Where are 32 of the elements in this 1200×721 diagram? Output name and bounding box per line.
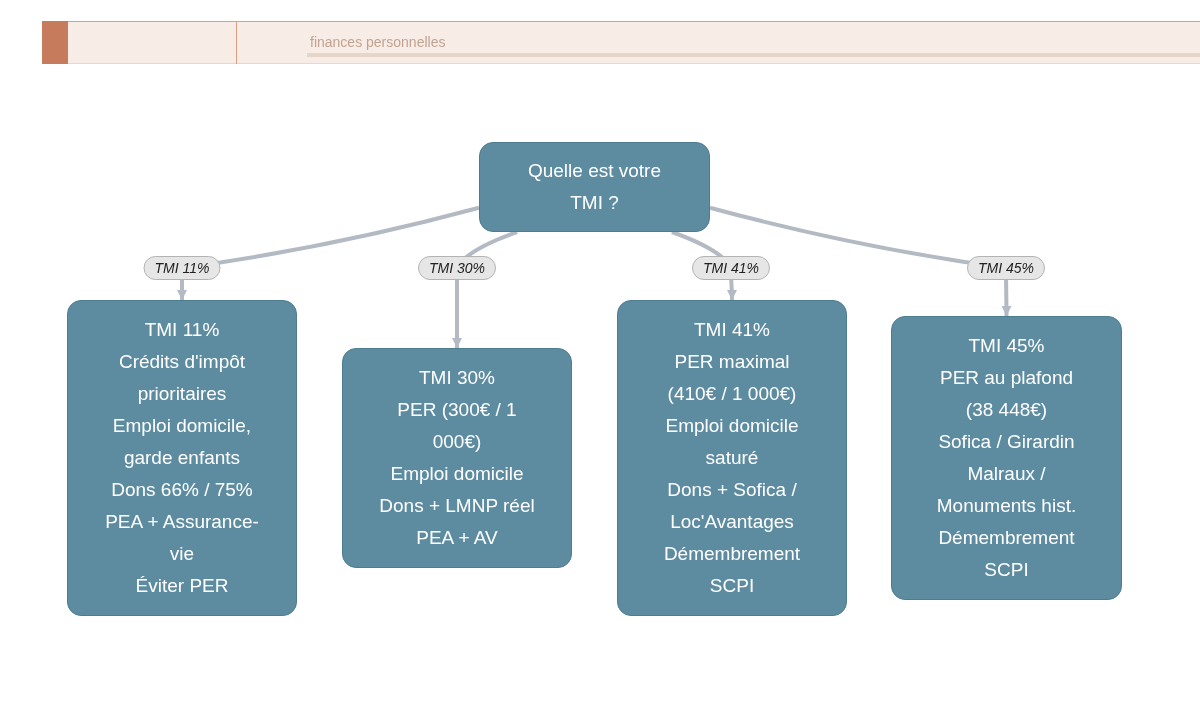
process-box: [342, 348, 572, 568]
node-text: TMI 45%: [968, 334, 1045, 358]
edge-label: TMI 41%: [692, 256, 770, 280]
node-text: Emploi domicile, garde enfants: [111, 414, 253, 470]
question-box: [479, 142, 710, 232]
node-text: Dons 66% / 75%: [111, 478, 253, 502]
node-text: Dons + LMNP réel: [379, 494, 535, 518]
node-text: Dons + Sofica / Loc'Avantages: [666, 478, 798, 534]
edge-label: TMI 11%: [143, 256, 221, 280]
process-box: [67, 300, 297, 616]
node-text: Quelle est votre TMI ?: [526, 159, 663, 215]
node-text: Crédits d'impôt prioritaires: [117, 350, 247, 406]
node-text: PER au plafond (38 448€): [938, 366, 1075, 422]
node-text: Éviter PER: [135, 574, 229, 598]
node-text: TMI 41%: [694, 318, 770, 342]
edge-label: TMI 45%: [967, 256, 1045, 280]
node-text: TMI 30%: [419, 366, 495, 390]
node-text: PER maximal (410€ / 1 000€): [666, 350, 798, 406]
header-tagline: finances personnelles: [310, 33, 446, 51]
node-text: PEA + AV: [416, 526, 498, 550]
node-text: PEA + Assurance-vie: [104, 510, 260, 566]
process-box: [617, 300, 847, 616]
process-box: [891, 316, 1122, 600]
node-text: Démembrement SCPI: [937, 526, 1076, 582]
edge-label: TMI 30%: [418, 256, 496, 280]
node-text: Sofica / Girardin: [938, 430, 1075, 454]
node-text: PER (300€ / 1 000€): [396, 398, 518, 454]
node-text: TMI 11%: [144, 318, 220, 342]
node-text: Emploi domicile: [390, 462, 524, 486]
node-text: Malraux / Monuments hist.: [935, 462, 1078, 518]
node-text: Emploi domicile saturé: [664, 414, 800, 470]
node-text: Démembrement SCPI: [662, 542, 802, 598]
